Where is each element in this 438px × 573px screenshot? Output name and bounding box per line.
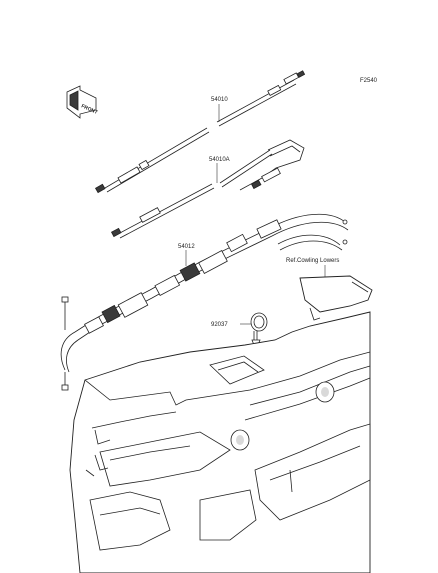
cable-54012: [60, 213, 349, 391]
cable-54010: [94, 70, 306, 194]
label-54010a: 54010A: [209, 157, 230, 163]
cable-54010a: [110, 139, 305, 239]
label-54012: 54012: [178, 244, 195, 250]
figure-code: F2540: [360, 78, 378, 84]
front-arrow-icon: FRONT: [66, 85, 98, 119]
label-54010: 54010: [211, 97, 228, 103]
grommet-92037: [250, 312, 268, 358]
cowling-lower-bracket: [299, 275, 373, 321]
frame-body: [69, 311, 371, 573]
label-reference: Ref.Cowling Lowers: [286, 258, 339, 264]
label-92037: 92037: [211, 322, 228, 328]
